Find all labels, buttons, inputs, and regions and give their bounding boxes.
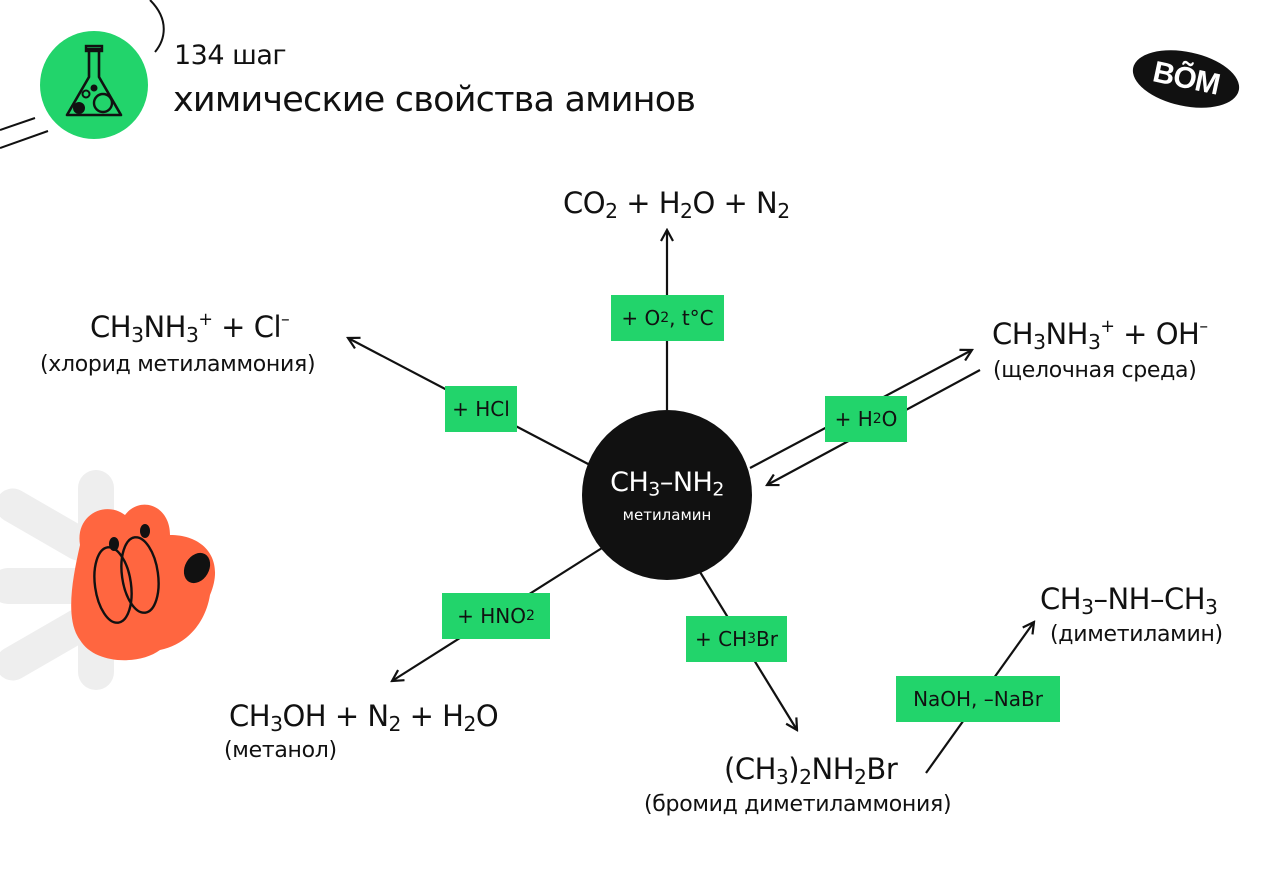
formula-part: CO — [563, 186, 606, 220]
formula-part: NH — [143, 310, 186, 344]
formula-part: CH — [229, 699, 271, 733]
product-water: CH3NH3+ + OH– — [992, 316, 1208, 355]
product-nitrous: CH3OH + N2 + H2O — [229, 699, 499, 737]
formula-part: 3 — [648, 478, 660, 501]
mascot-eye-right — [120, 536, 160, 614]
flask-badge — [40, 31, 148, 139]
formula-part: 2 — [680, 199, 693, 224]
formula-part: 3 — [1205, 595, 1218, 620]
formula-part: CH — [610, 466, 649, 498]
deco-curve — [149, 0, 165, 53]
formula-part: + — [1100, 316, 1115, 337]
formula-part: O — [475, 699, 499, 733]
formula-part: + H — [400, 699, 464, 733]
formula-part: NaOH, –NaBr — [913, 687, 1043, 711]
formula-part: Br — [866, 752, 898, 786]
mascot-eye-left — [93, 546, 133, 624]
formula-part: 3 — [185, 323, 199, 348]
deco-line — [0, 130, 49, 149]
formula-part: CH — [1040, 582, 1082, 616]
product-bromomethane: (CH3)2NH2Br — [724, 752, 898, 790]
formula-part: , t°C — [669, 306, 714, 330]
product-hcl: CH3NH3+ + Cl– — [90, 309, 290, 348]
reagent-alkali: NaOH, –NaBr — [896, 676, 1060, 722]
formula-part: NH — [811, 752, 855, 786]
formula-part: CH — [992, 317, 1034, 351]
formula-part: (CH — [724, 752, 776, 786]
caption-alkali: (диметиламин) — [1050, 622, 1223, 647]
formula-part: O — [881, 407, 898, 431]
formula-part: –NH–CH — [1093, 582, 1206, 616]
caption-nitrous: (метанол) — [224, 738, 337, 763]
formula-part: + HNO — [457, 604, 526, 628]
formula-part: 3 — [1087, 330, 1101, 355]
formula-part: CH — [90, 310, 132, 344]
formula-part: 2 — [388, 712, 402, 737]
formula-part: 2 — [463, 712, 476, 737]
formula-part: + H — [617, 186, 681, 220]
formula-part: + — [198, 309, 213, 330]
formula-part: 3 — [1033, 330, 1046, 355]
formula-part: 3 — [270, 712, 283, 737]
mascot-blob — [71, 504, 216, 661]
step-number: 134 шаг — [174, 40, 287, 71]
formula-part: 2 — [777, 199, 790, 224]
formula-part: 2 — [799, 765, 812, 790]
formula-part: ) — [788, 752, 800, 786]
formula-part: 2 — [854, 765, 867, 790]
product-alkali: CH3–NH–CH3 — [1040, 582, 1218, 620]
formula-part: + OH — [1114, 317, 1200, 351]
formula-part: 3 — [775, 765, 789, 790]
formula-part: + HCl — [452, 397, 510, 421]
formula-part: –NH — [659, 466, 713, 498]
formula-part: NH — [1045, 317, 1088, 351]
caption-hcl: (хлорид метиламмония) — [40, 352, 316, 377]
product-combustion: CO2 + H2O + N2 — [563, 186, 790, 224]
formula-part: 2 — [605, 199, 618, 224]
formula-part: 3 — [1081, 595, 1094, 620]
formula-part: + Cl — [212, 310, 281, 344]
center-name: метиламин — [622, 505, 712, 524]
formula-part: + H — [834, 407, 873, 431]
mascot-nose — [183, 552, 211, 584]
deco-line — [0, 117, 36, 131]
formula-part: Br — [756, 627, 778, 651]
formula-part: – — [281, 309, 290, 330]
formula-part: 2 — [712, 478, 724, 501]
formula-part: O + N — [692, 186, 778, 220]
caption-bromomethane: (бромид диметиламмония) — [644, 792, 952, 817]
mascot-illustration — [0, 470, 216, 690]
page-title: химические свойства аминов — [173, 80, 696, 120]
flask-icon — [65, 44, 123, 117]
center-compound: CH3–NH2 метиламин — [582, 410, 752, 580]
reagent-hcl: + HCl — [445, 386, 517, 432]
caption-water: (щелочная среда) — [993, 358, 1197, 383]
formula-part: – — [1199, 316, 1208, 337]
formula-part: 3 — [131, 323, 144, 348]
formula-part: OH + N — [282, 699, 389, 733]
center-formula: CH3–NH2 — [610, 466, 724, 501]
formula-part: + CH — [695, 627, 748, 651]
formula-part: + O — [621, 306, 661, 330]
